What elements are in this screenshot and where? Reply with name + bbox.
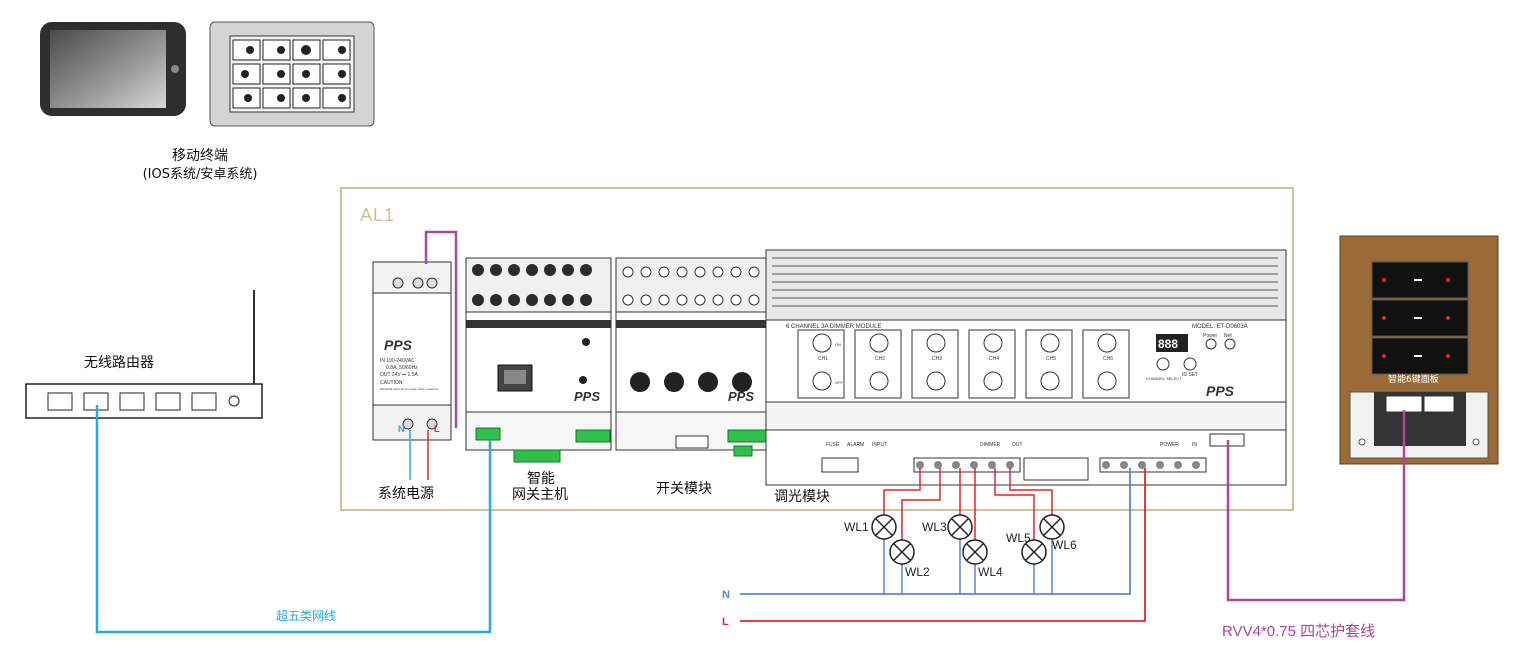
psu-caution-text: Electrical risks! Do not open when power… — [380, 387, 438, 391]
power-module-label: 系统电源 — [378, 486, 434, 502]
mobile-terminal-title: 移动终端 — [172, 148, 228, 164]
lamp-wl3-icon — [947, 514, 973, 540]
lamp-label-wl5: WL5 — [1006, 531, 1031, 545]
dimmer-id-set: ID SET — [1182, 372, 1198, 378]
switch-module — [615, 257, 803, 457]
dimmer-ch5: CH5 — [1046, 356, 1056, 362]
psu-input: IN 100-240VAC — [380, 358, 415, 364]
dimmer-display: 888 — [1158, 337, 1178, 351]
tablet-icon — [40, 22, 186, 116]
live-label: L — [722, 616, 729, 628]
lamp-wl4-icon — [962, 539, 988, 565]
lamp-wl6-icon — [1039, 514, 1065, 540]
dimmer-power-label: Power — [1203, 333, 1218, 339]
dimmer-ch6: CH6 — [1103, 356, 1113, 362]
dimmer-on-1: ON — [835, 342, 841, 347]
brand-power: PPS — [384, 337, 413, 353]
router-label: 无线路由器 — [84, 355, 154, 371]
rvv-cable-label: RVV4*0.75 四芯护套线 — [1222, 623, 1376, 640]
dimmer-alarm-label: ALARM — [847, 442, 864, 448]
dimmer-fuse-label: FUSE — [826, 442, 840, 448]
cabinet-box — [340, 187, 1294, 511]
psu-n-label: N — [398, 424, 405, 434]
psu-freq: 0.8A, 50/60Hz — [386, 365, 418, 371]
live-line — [740, 468, 1146, 622]
dimmer-in-label: IN — [1192, 442, 1197, 448]
dimmer-ch4: CH4 — [989, 356, 999, 362]
lamp-wl5-icon — [1021, 539, 1047, 565]
dimmer-module — [765, 249, 1287, 486]
bus-cable-top — [424, 230, 458, 428]
router-icon — [25, 290, 263, 419]
network-cable — [95, 405, 492, 634]
psu-caution: CAUTION: — [380, 380, 404, 386]
lamp-wl1-icon — [871, 514, 897, 540]
lamp-label-wl3: WL3 — [922, 520, 947, 534]
dimmer-ch3: CH3 — [932, 356, 942, 362]
dimmer-header: 6 CHANNEL 3A DIMMER MODULE — [786, 324, 881, 330]
dimmer-out-label: OUT — [1012, 442, 1023, 448]
lamp-label-wl1: WL1 — [844, 520, 869, 534]
brand-dimmer: PPS — [1206, 383, 1235, 399]
neutral-line — [740, 468, 1131, 595]
gateway-module-label-2: 网关主机 — [512, 487, 568, 503]
brand-gateway: PPS — [574, 389, 600, 404]
dimmer-ch2: CH2 — [875, 356, 885, 362]
power-supply-module — [372, 261, 452, 441]
dimmer-input-label: INPUT — [872, 442, 887, 448]
panel-label: 智能6键面板 — [1388, 375, 1439, 385]
brand-switch: PPS — [728, 389, 754, 404]
touch-panel-icon — [209, 21, 375, 127]
psu-l-label: L — [434, 424, 440, 434]
lamp-label-wl4: WL4 — [978, 565, 1003, 579]
dimmer-model: MODEL: ET-D0603A — [1192, 324, 1248, 330]
lamp-wl2-icon — [889, 539, 915, 565]
lamp-label-wl2: WL2 — [905, 565, 930, 579]
mobile-terminal-subtitle: (IOS系统/安卓系统) — [142, 167, 258, 182]
dimmer-dimmer-label: DIMMER — [980, 442, 1001, 448]
dimmer-off-1: OFF — [835, 380, 844, 385]
bus-cable-rvv — [1226, 410, 1406, 602]
lamp-label-wl6: WL6 — [1052, 538, 1077, 552]
smart-wall-panel — [1339, 235, 1499, 465]
dimmer-power-term-label: POWER — [1160, 442, 1179, 448]
gateway-module-label-1: 智能 — [527, 471, 555, 487]
dimmer-module-label: 调光模块 — [774, 489, 830, 505]
dimmer-channel-select: CHANNEL SELECT — [1146, 376, 1182, 381]
gateway-module — [465, 257, 612, 463]
neutral-label: N — [722, 589, 730, 601]
dimmer-ch1: CH1 — [818, 356, 828, 362]
dimmer-net-label: Net — [1224, 333, 1232, 339]
network-cable-label: 超五类网线 — [276, 609, 337, 623]
psu-output: OUT 24V ⎓ 1.5A — [380, 372, 418, 378]
switch-module-label: 开关模块 — [656, 481, 712, 497]
cabinet-label: AL1 — [360, 205, 396, 225]
